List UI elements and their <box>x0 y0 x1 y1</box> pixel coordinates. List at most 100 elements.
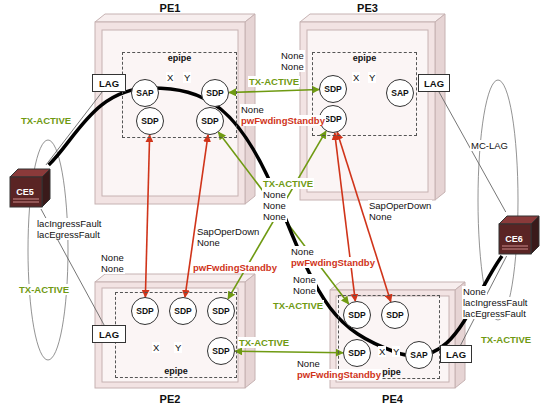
endpoint-circle: SAP <box>386 79 414 107</box>
node-text: epipe <box>353 53 377 64</box>
status-label: None <box>280 61 305 72</box>
port-letter: Y <box>183 72 191 83</box>
endpoint-circle: SDP <box>169 297 197 325</box>
router-chassis: PE2 epipe SDP SDP SDP SDP LAG <box>95 282 245 406</box>
endpoint-circle: SDP <box>136 107 164 135</box>
status-label: None <box>100 263 125 274</box>
pseudowire-arrow <box>145 135 149 297</box>
status-label: TX-ACTIVE <box>262 178 314 189</box>
status-label: lacEgressFault <box>462 308 527 319</box>
status-label: lacIngressFault <box>462 297 528 308</box>
node-text: SDP <box>386 310 403 321</box>
node-text: SDP <box>212 346 229 357</box>
lag-box: LAG <box>92 74 126 92</box>
epipe-service-box: epipeSDPSDPSDPSAP <box>338 295 440 379</box>
node-text: epipe <box>168 53 192 64</box>
endpoint-circle: SDP <box>131 297 159 325</box>
port-letter: X <box>352 72 360 83</box>
node-text: SDP <box>348 348 365 359</box>
status-label: None <box>262 189 287 200</box>
endpoint-circle: SDP <box>381 301 409 329</box>
node-text: PE2 <box>160 393 181 406</box>
status-label: TX-ACTIVE <box>20 115 72 126</box>
status-label: TX-ACTIVE <box>480 334 532 345</box>
node-text: CE5 <box>16 187 34 197</box>
ce-router: CE5 <box>6 165 52 209</box>
node-text: SDP <box>348 310 365 321</box>
pseudowire-arrow <box>218 132 348 304</box>
node-text: LAG <box>99 328 119 341</box>
status-label: SapOperDown <box>368 200 432 211</box>
pseudowire-arrow <box>229 89 319 92</box>
status-label: lacEgressFault <box>36 229 101 240</box>
status-label: None <box>290 246 315 257</box>
node-text: SAP <box>136 88 153 99</box>
node-text: LAG <box>446 348 466 361</box>
port-letter: Y <box>392 346 400 357</box>
port-letter: X <box>378 346 386 357</box>
endpoint-circle: SDP <box>343 301 371 329</box>
node-text: SDP <box>174 306 191 317</box>
lag-box: LAG <box>440 345 472 363</box>
port-letter: X <box>152 342 160 353</box>
endpoint-circle: SDP <box>319 75 347 103</box>
endpoint-circle: SDP <box>196 107 224 135</box>
status-label: lacIngressFault <box>36 218 102 229</box>
status-label: None <box>292 285 317 296</box>
node-text: LAG <box>424 77 444 90</box>
node-text: SDP <box>141 116 158 127</box>
lag-box: LAG <box>418 74 450 92</box>
lag-link <box>46 92 102 165</box>
node-text: PE3 <box>357 2 378 15</box>
lag-box: LAG <box>92 325 126 343</box>
endpoint-circle: SAP <box>405 341 433 369</box>
edge-label: TX-ACTIVE <box>248 76 300 87</box>
status-label: pwFwdingStandby <box>192 262 278 273</box>
node-text: PE1 <box>160 2 181 15</box>
status-label: pwFwdingStandby <box>290 257 376 268</box>
status-label: None <box>100 252 125 263</box>
service-path <box>49 88 502 356</box>
endpoint-circle: SDP <box>207 337 235 365</box>
node-text: LAG <box>99 77 119 90</box>
status-label: SapOperDown <box>196 226 260 237</box>
endpoint-circle: SAP <box>131 79 159 107</box>
port-letter: X <box>166 72 174 83</box>
endpoint-circle: SDP <box>201 79 229 107</box>
node-text: SDP <box>212 306 229 317</box>
status-label: None <box>368 211 393 222</box>
node-text: SDP <box>324 84 341 95</box>
node-text: SAP <box>410 350 427 361</box>
endpoint-circle: SDP <box>207 297 235 325</box>
status-label: None <box>296 358 321 369</box>
port-letter: Y <box>174 342 182 353</box>
node-text: CE6 <box>505 234 523 244</box>
node-text: SDP <box>136 306 153 317</box>
epipe-service-box: epipeSDP SDP SAP <box>312 52 417 136</box>
pseudowire-arrow <box>235 351 343 353</box>
port-letter: Y <box>368 72 376 83</box>
status-label: TX-ACTIVE <box>18 284 70 295</box>
node-text: SDP <box>206 88 223 99</box>
status-label: MC-LAG <box>470 140 509 151</box>
ce-router: CE6 <box>495 212 541 256</box>
epipe-service-box: epipeSAP SDP SDP SDP <box>122 52 237 138</box>
status-label: pwFwdingStandby <box>240 115 326 126</box>
node-text: SAP <box>391 88 408 99</box>
status-label: pwFwdingStandby <box>296 369 382 380</box>
status-label: None <box>240 104 265 115</box>
router-chassis: PE1 epipeSAP SDP SDP SDP LAG <box>95 2 245 204</box>
status-label: None <box>462 286 487 297</box>
edge-label: TX-ACTIVE <box>238 337 290 348</box>
node-text: epipe <box>164 366 188 377</box>
status-label: None <box>262 200 287 211</box>
node-text: PE4 <box>382 393 403 406</box>
status-label: TX-ACTIVE <box>272 300 324 311</box>
status-label: None <box>196 237 221 248</box>
node-text: SDP <box>201 116 218 127</box>
node-text: SDP <box>324 114 341 125</box>
router-chassis: PE3epipeSDPSDPSAPLAG <box>300 2 435 200</box>
pseudowire-arrow <box>228 131 326 299</box>
status-label: None <box>262 211 287 222</box>
